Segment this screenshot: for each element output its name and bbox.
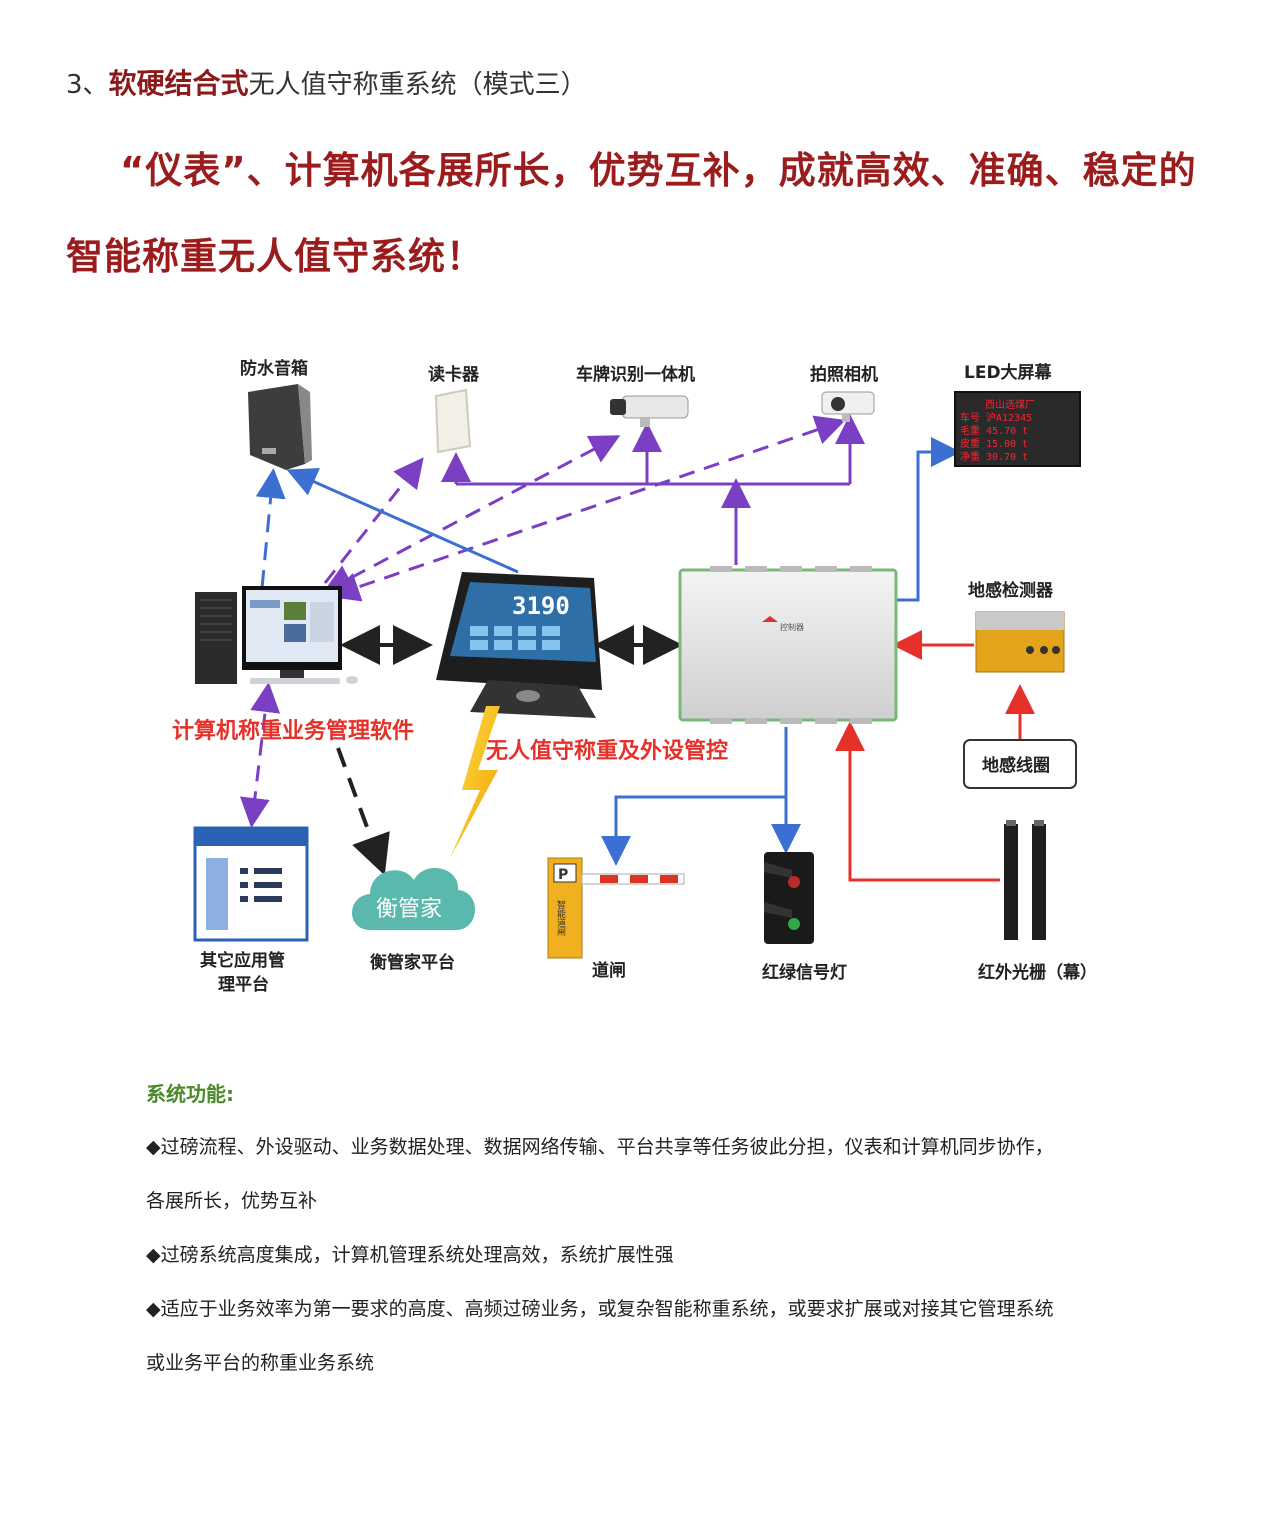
function-item: ◆过磅系统高度集成，计算机管理系统处理高效，系统扩展性强 — [146, 1244, 674, 1266]
loop-coil-box — [963, 739, 1077, 789]
cloud-text: 衡管家 — [376, 897, 442, 922]
blue-lines — [286, 437, 961, 866]
heading-rest: 无人值守称重系统（模式三） — [248, 70, 587, 100]
function-item: 各展所长，优势互补 — [146, 1190, 318, 1212]
function-item: ◆适应于业务效率为第一要求的高度、高频过磅业务，或复杂智能称重系统，或要求扩展或… — [146, 1298, 1054, 1320]
traffic-light-label: 红绿信号灯 — [762, 962, 847, 983]
loop-coil-label: 地感线圈 — [982, 755, 1050, 776]
light-curtain-icon — [1004, 820, 1046, 940]
computer-software-label: 计算机称重业务管理软件 — [172, 718, 414, 744]
barrier-label: 道闸 — [592, 960, 626, 981]
app-window-icon — [193, 826, 309, 942]
led-row: 西山选煤厂 — [985, 398, 1035, 411]
led-screen-label: LED大屏幕 — [964, 362, 1053, 383]
tagline-line2: 智能称重无人值守系统！ — [66, 235, 484, 278]
purple-dashed-links — [239, 415, 846, 828]
controller-name: 控制器 — [780, 622, 804, 632]
functions-title: 系统功能: — [146, 1082, 234, 1106]
red-lines — [835, 630, 1035, 882]
loop-detector-label: 地感检测器 — [968, 580, 1054, 601]
loop-detector-icon — [975, 611, 1065, 673]
control-label: 无人值守称重及外设管控 — [486, 738, 728, 764]
section-heading: 3、软硬结合式无人值守称重系统（模式三） — [66, 62, 587, 102]
traffic-light-icon — [764, 852, 814, 944]
light-curtain-label: 红外光栅（幕） — [978, 962, 1097, 983]
function-item: ◆过磅流程、外设驱动、业务数据处理、数据网络传输、平台共享等任务彼此分担，仪表和… — [146, 1136, 1054, 1158]
other-platform-label: 其它应用管 — [200, 950, 285, 971]
led-screen-icon: 西山选煤厂 车号 沪A12345 毛重 45.70 t 皮重 15.00 t 净… — [954, 391, 1081, 467]
led-row: 净重 30.70 t — [960, 450, 1028, 463]
computer-icon — [195, 586, 358, 684]
photo-camera-label: 拍照相机 — [810, 364, 878, 385]
plate-camera-icon — [610, 395, 689, 427]
barrier-text: 智能道闸 — [555, 899, 566, 937]
led-row: 车号 沪A12345 — [960, 411, 1032, 424]
speaker-icon — [248, 384, 312, 470]
barrier-sign: P — [558, 867, 568, 883]
indicator-reading: 3190 — [512, 592, 570, 620]
controller-box-icon: 控制器 — [678, 566, 898, 724]
lightning-icon — [450, 706, 500, 858]
led-row: 皮重 15.00 t — [960, 437, 1028, 450]
photo-camera-icon — [821, 391, 875, 422]
card-reader-icon — [434, 388, 472, 454]
function-item: 或业务平台的称重业务系统 — [146, 1352, 375, 1374]
cloud-icon: 衡管家 — [352, 867, 476, 930]
barrier-gate-icon: P 智能道闸 — [547, 857, 685, 959]
tagline-line1: “仪表”、计算机各展所长，优势互补，成就高效、准确、稳定的 — [120, 149, 1197, 192]
plate-camera-label: 车牌识别一体机 — [576, 364, 695, 385]
weighing-indicator-icon: 3190 — [436, 572, 602, 718]
heading-bold: 软硬结合式 — [108, 67, 249, 100]
led-row: 毛重 45.70 t — [960, 424, 1028, 437]
blue-dashed-speaker — [255, 468, 286, 589]
speaker-label: 防水音箱 — [240, 358, 308, 379]
cloud-platform-label: 衡管家平台 — [370, 952, 455, 973]
other-platform-label-2: 理平台 — [218, 974, 269, 995]
black-links — [336, 625, 683, 876]
heading-number: 3、 — [66, 70, 109, 100]
card-reader-label: 读卡器 — [428, 364, 480, 385]
